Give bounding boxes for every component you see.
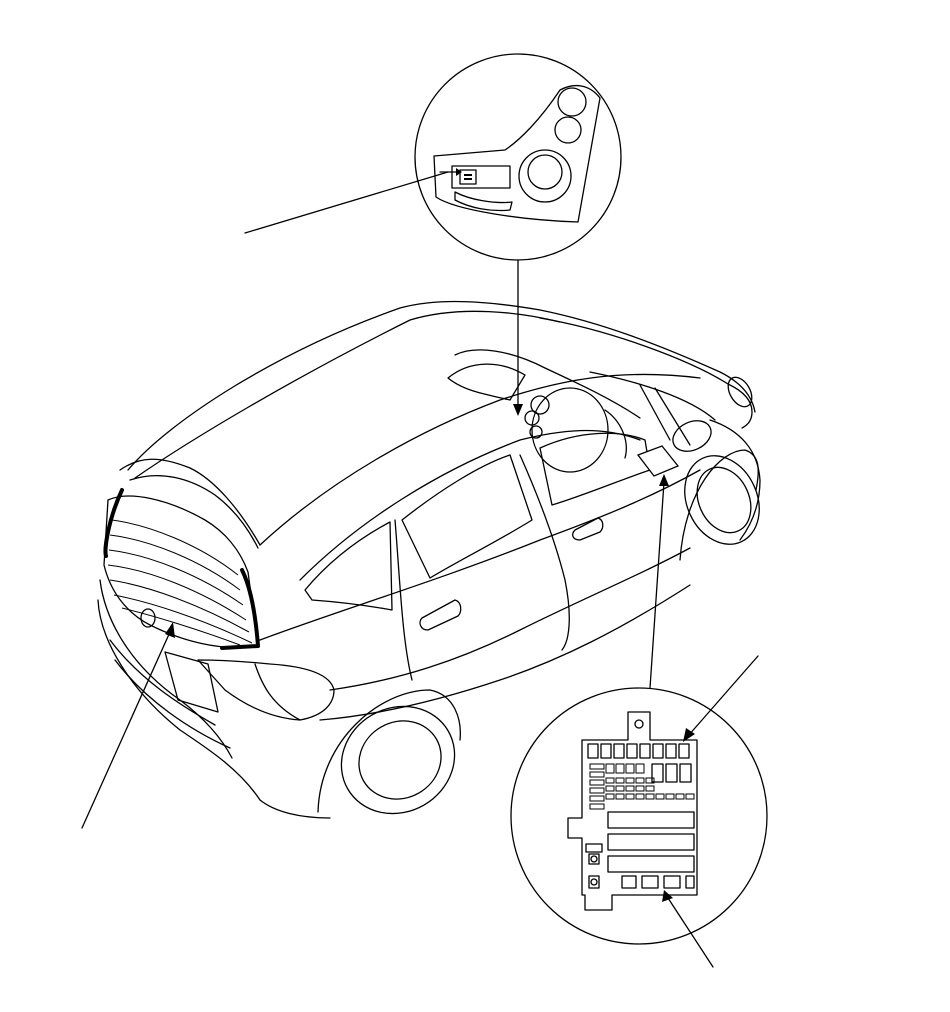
steering-wheel [531,387,609,473]
small-relay-3 [588,875,600,889]
fuse-box-leader [649,481,665,689]
side-mirror [672,420,712,452]
fuse-box-connector-arrowhead [662,890,673,902]
rear-bumper [97,599,331,819]
mini-fuse-grid [589,763,695,810]
a-pillar [639,384,671,441]
small-screw-1 [590,855,598,863]
sill-line [319,584,691,721]
roof-outline [127,300,756,471]
windshield-top [539,317,729,385]
rear-door-handle [419,599,462,631]
rocker-line [329,547,691,691]
dashboard-outline [454,349,641,419]
vent-middle [554,116,582,144]
tailgate-top [119,458,261,546]
relay-c [679,763,692,783]
dash-switch-callout [244,171,449,234]
fuse-box-connector-callout [667,897,714,968]
dash-panel-outline [433,84,601,223]
rear-quarter-window [304,521,393,611]
roof-side-rail [259,373,701,546]
front-door-seam [519,454,570,651]
fuse-box-leader-arrowhead [659,474,669,486]
windshield-lower [589,371,716,421]
small-relay-1 [585,843,603,853]
switch-pointer-arrowhead [456,168,462,176]
switch-housing [451,165,511,189]
callout-lines [81,171,759,968]
seat-back [447,363,526,401]
rear-emblem [140,608,156,628]
dash-switch-detail [414,53,622,261]
front-rim [696,466,752,534]
knob-large-inner [527,154,563,190]
fuse-relay-box-detail [510,687,768,945]
fuse-box-lower-connectors [621,875,695,889]
fuse-box-outline [567,711,698,911]
fuse-relay-box-arrowhead [683,728,695,742]
front-wheel-arch [679,449,759,561]
rear-defogger-switch [459,169,477,185]
tailgate-lower [99,579,233,759]
rear-door-window [401,454,533,579]
under-dash-fuse-box [636,445,680,477]
bumper-line-2 [114,659,231,749]
instrument-knob-2 [524,410,540,426]
dash-detail-leader-arrowhead [513,404,523,416]
fuse-relay-box-callout [687,655,759,737]
small-screw-2 [590,878,598,886]
rear-tire [340,705,456,815]
rear-defogger-callout [81,631,171,829]
side-window-line [299,429,641,581]
tail-light-inner [254,663,301,721]
knob-large-outer [518,149,572,203]
mounting-hole [634,719,644,729]
rear-rim [358,720,442,800]
car-body [97,300,761,819]
beltline [259,469,701,641]
connector-block-2 [607,833,695,851]
defogger-switch-symbol [464,174,472,180]
rear-defogger-arrowhead [165,622,175,638]
instrument-knob-1 [530,395,550,415]
glove-handle [454,191,513,212]
rear-window-defogger-grid [103,488,260,650]
relay-b [665,763,678,783]
top-relay-row [587,743,690,759]
front-door-handle [572,517,604,541]
vent-top [557,87,587,117]
headlight [727,376,753,408]
relay-a [651,763,664,783]
rear-wheel-arch [317,689,461,813]
tailgate-top-inner [129,474,259,549]
license-plate [164,651,219,713]
connector-block-3 [607,855,695,873]
front-fender [709,419,761,541]
front-tire [684,455,760,545]
instrument-knob-3 [529,425,543,439]
bumper-line-1 [109,639,216,726]
rear-door-seam [394,519,413,681]
a-pillar-2 [654,387,691,446]
small-relay-2 [588,853,600,865]
hood-edge [727,383,753,429]
roof-inner-edge [134,310,561,479]
connector-block-1 [607,811,695,829]
center-console [604,409,627,459]
fuse-box-magnifier-circle [510,687,768,945]
